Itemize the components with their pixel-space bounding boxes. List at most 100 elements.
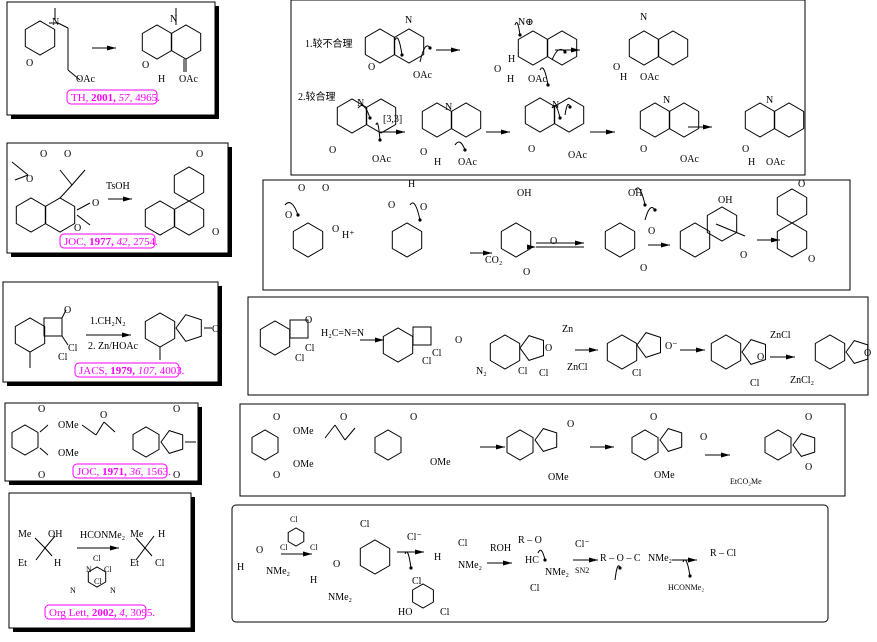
atom-label: H — [237, 562, 244, 573]
mechanism-label: 2.较合理 — [298, 90, 336, 103]
five-membered-ring — [636, 332, 661, 358]
atom-label: Cl — [432, 348, 442, 359]
reagent-label: TsOH — [106, 181, 130, 192]
arrow-head-icon — [303, 551, 312, 557]
atom-label: Cl — [440, 607, 450, 618]
arrow-head-icon — [571, 47, 580, 53]
reference-volume: 57, — [116, 92, 133, 104]
reference-badge — [66, 89, 158, 105]
atom-label: O — [648, 226, 655, 237]
atom-label: Cl — [750, 378, 760, 389]
scheme-box — [247, 296, 869, 396]
atom-label: OMe — [58, 420, 79, 431]
atom-label: O — [650, 412, 657, 423]
atom-label: Cl — [458, 538, 468, 549]
atom-label: OAc — [76, 74, 95, 85]
bond — [103, 421, 116, 433]
atom-label: OAc — [372, 154, 391, 165]
atom-label: OAc — [413, 70, 432, 81]
arrow-head-icon — [451, 47, 460, 53]
ring — [44, 197, 76, 233]
five-membered-ring — [845, 340, 869, 364]
atom-label: Cl — [58, 352, 68, 363]
arrow-head-icon — [605, 444, 614, 450]
bond — [76, 202, 91, 211]
bond — [61, 335, 69, 346]
atom-label: N₂ — [476, 366, 487, 377]
ring — [773, 102, 805, 138]
ring — [391, 222, 423, 258]
atom-label: Cl — [68, 343, 78, 354]
curved-arrow-icon — [682, 559, 691, 577]
reference-volume: 36, — [127, 466, 144, 478]
reagent-label: CO₂ — [485, 255, 502, 266]
reference-journal: Org Lett, — [49, 607, 89, 619]
atom-label: OH — [48, 529, 62, 540]
curved-arrow-icon — [409, 202, 421, 221]
reagent-label: Cl⁻ — [575, 539, 590, 550]
ring — [173, 166, 205, 202]
atom-label: H — [507, 74, 514, 85]
atom-label: Cl — [518, 366, 528, 377]
atom-label: Cl — [539, 368, 549, 379]
curved-arrow-head-icon — [368, 116, 372, 120]
reference-journal: JOC, — [77, 466, 100, 478]
bond — [144, 547, 153, 557]
five-membered-ring — [175, 314, 202, 342]
ring — [546, 30, 578, 66]
ring — [251, 429, 279, 461]
reference-volume: 42, — [114, 236, 131, 248]
curved-arrow-icon — [404, 551, 412, 569]
bond — [344, 427, 356, 441]
bond — [39, 424, 49, 433]
atom-label: O — [38, 470, 45, 481]
atom-label: O — [864, 348, 871, 359]
ring — [657, 30, 689, 66]
bond — [59, 184, 73, 199]
atom-label: O — [523, 267, 530, 278]
atom-label: NMe₂ — [648, 553, 672, 564]
atom-label: O — [273, 412, 280, 423]
atom-label: OMe — [58, 448, 79, 459]
five-membered-ring — [534, 428, 558, 452]
bond — [35, 547, 46, 561]
atom-label: NMe₂ — [545, 567, 569, 578]
curved-arrow-head-icon — [558, 116, 562, 120]
bond — [59, 169, 73, 186]
arrow-head-icon — [527, 244, 536, 250]
bond — [67, 69, 81, 81]
curved-arrow-icon — [394, 37, 403, 56]
ring — [365, 98, 397, 134]
bond — [95, 421, 105, 436]
arrow-head-icon — [396, 129, 405, 135]
reagent-label: HCONMe₂ — [80, 530, 125, 541]
atom-label: O⁻ — [665, 341, 678, 352]
atom-label: O — [757, 352, 764, 363]
ring — [359, 539, 391, 575]
bond — [44, 547, 53, 557]
curved-arrow-head-icon — [518, 33, 522, 37]
reagent-label: H⁺ — [342, 230, 355, 241]
atom-label: O — [640, 144, 647, 155]
atom-label: O — [613, 62, 620, 73]
mechanism-label: 1.较不合理 — [305, 37, 353, 50]
atom-label: H — [434, 552, 441, 563]
atom-label: ZnCl — [567, 362, 588, 373]
five-membered-ring — [519, 335, 544, 361]
atom-label: R – O — [518, 535, 542, 546]
curved-arrow-icon — [375, 122, 381, 141]
atom-label: Cl — [155, 558, 165, 569]
curved-arrow-icon — [537, 549, 546, 561]
reference-year: 1977, — [86, 236, 114, 248]
atom-label: Cl — [93, 554, 101, 563]
bond — [76, 214, 91, 226]
bond — [71, 169, 86, 186]
atom-label: OH — [718, 195, 732, 206]
scheme-box — [6, 1, 216, 116]
atom-label: Cl — [310, 543, 318, 552]
atom-label: Cl — [280, 543, 288, 552]
atom-label: H — [748, 157, 755, 168]
reference-page: 1563. — [143, 466, 171, 478]
reagent-label: EtCO₂Me — [730, 477, 762, 486]
